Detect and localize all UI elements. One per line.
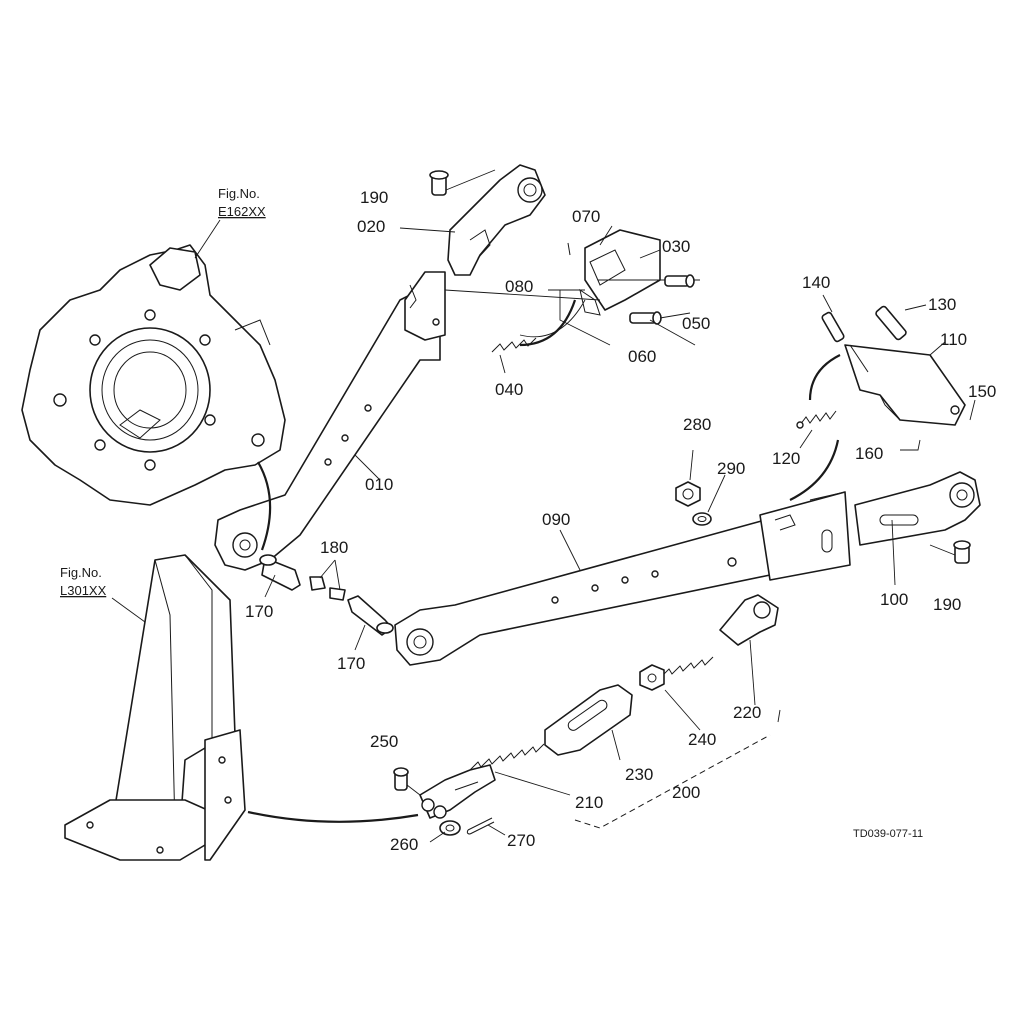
- callout-290[interactable]: 290: [717, 459, 745, 478]
- pin-250: [393, 767, 421, 796]
- figure-ref-l301[interactable]: Fig.No. L301XX: [60, 565, 146, 623]
- top-link-assembly: [419, 594, 779, 819]
- figure-ref-code[interactable]: L301XX: [60, 583, 107, 598]
- stopper-bracket-030: [579, 229, 700, 316]
- washer-260: [439, 820, 461, 836]
- callout-070[interactable]: 070: [572, 207, 600, 226]
- right-link-bracket: [759, 491, 851, 581]
- assembly-arc-bottom: [247, 810, 419, 823]
- figure-ref-label: Fig.No.: [218, 186, 260, 201]
- nut-280: [675, 481, 701, 507]
- spring-120: [789, 354, 841, 501]
- group-bracket-200: [574, 734, 771, 829]
- pin-190-bottom: [929, 540, 971, 564]
- callout-080[interactable]: 080: [505, 277, 533, 296]
- callout-180[interactable]: 180: [320, 538, 348, 557]
- pin-130: [875, 305, 907, 341]
- pin-170-b: [347, 595, 394, 636]
- lift-rod-upper: [447, 164, 546, 276]
- callout-190[interactable]: 190: [360, 188, 388, 207]
- callout-labels: 190 020 070 030 080 050 060 040 010 140 …: [245, 188, 996, 854]
- split-pin-270: [466, 817, 495, 835]
- callout-050[interactable]: 050: [682, 314, 710, 333]
- callout-040[interactable]: 040: [495, 380, 523, 399]
- pin-170-a: [259, 554, 301, 591]
- lower-link-left: [214, 271, 446, 571]
- callout-230[interactable]: 230: [625, 765, 653, 784]
- lift-rod-right: [854, 471, 981, 546]
- fitting-180: [309, 576, 346, 601]
- callout-100[interactable]: 100: [880, 590, 908, 609]
- callout-250[interactable]: 250: [370, 732, 398, 751]
- callout-170[interactable]: 170: [337, 654, 365, 673]
- callout-120[interactable]: 120: [772, 449, 800, 468]
- callout-190[interactable]: 190: [933, 595, 961, 614]
- frame-column: [64, 554, 246, 861]
- drawing-code: TD039-077-11: [853, 828, 923, 840]
- callout-160[interactable]: 160: [855, 444, 883, 463]
- pin-140: [821, 311, 845, 343]
- callout-130[interactable]: 130: [928, 295, 956, 314]
- pin-060: [629, 311, 662, 325]
- callout-150[interactable]: 150: [968, 382, 996, 401]
- callout-140[interactable]: 140: [802, 273, 830, 292]
- figure-ref-e162[interactable]: Fig.No. E162XX: [194, 186, 266, 259]
- lower-link-right: [394, 519, 771, 666]
- callout-020[interactable]: 020: [357, 217, 385, 236]
- pin-050: [664, 274, 695, 288]
- pin-190-top: [429, 169, 496, 196]
- callout-060[interactable]: 060: [628, 347, 656, 366]
- callout-260[interactable]: 260: [390, 835, 418, 854]
- callout-010[interactable]: 010: [365, 475, 393, 494]
- callout-240[interactable]: 240: [688, 730, 716, 749]
- transmission-housing: [21, 244, 286, 506]
- callout-110[interactable]: 110: [940, 330, 967, 349]
- callout-220[interactable]: 220: [733, 703, 761, 722]
- stopper-bracket-110: [844, 344, 966, 426]
- callout-030[interactable]: 030: [662, 237, 690, 256]
- callout-200[interactable]: 200: [672, 783, 700, 802]
- callout-280[interactable]: 280: [683, 415, 711, 434]
- leader-lines: [264, 225, 976, 843]
- callout-210[interactable]: 210: [575, 793, 603, 812]
- spring-040: [491, 299, 586, 353]
- callout-170[interactable]: 170: [245, 602, 273, 621]
- callout-090[interactable]: 090: [542, 510, 570, 529]
- figure-ref-label: Fig.No.: [60, 565, 102, 580]
- assembly-arc-left: [257, 461, 272, 551]
- washer-290: [692, 512, 712, 526]
- figure-ref-code[interactable]: E162XX: [218, 204, 266, 219]
- callout-270[interactable]: 270: [507, 831, 535, 850]
